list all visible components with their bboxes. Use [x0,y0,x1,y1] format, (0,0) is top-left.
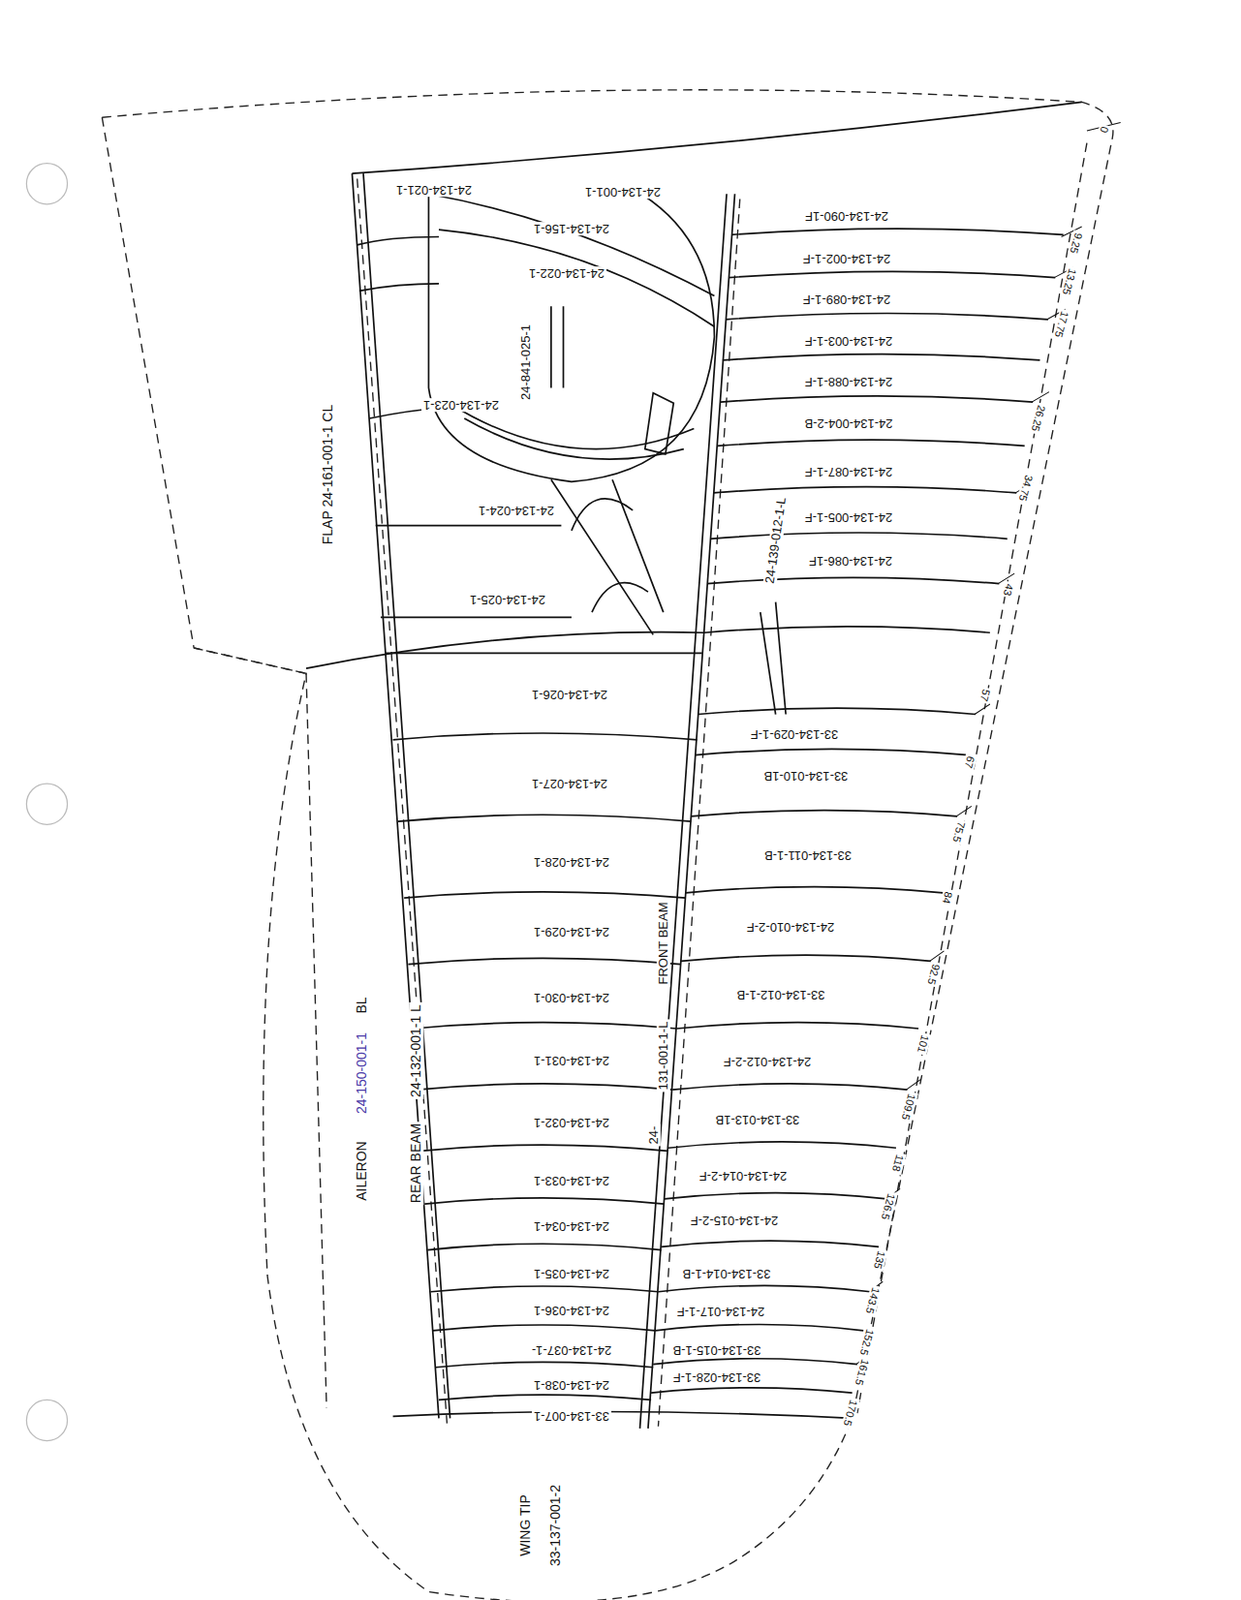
part-label: 24-134-005-1-F [803,510,895,525]
part-label: 24-134-034-1 [531,1219,612,1234]
part-label: BL [354,994,370,1016]
part-label: 67 [961,753,978,773]
part-label: REAR BEAM [408,1121,424,1206]
part-label: 43 [1000,580,1017,599]
part-label: 161.5 [852,1356,872,1390]
part-label: 33-134-007-1 [531,1409,612,1424]
part-label: 24-134-012-2-F [721,1054,813,1068]
part-label: 24-134-022-1 [527,266,607,280]
part-label: 24-134-026-1 [529,687,610,702]
part-label: 24-134-001-1 [583,185,663,199]
part-label: 33-134-028-1-F [670,1370,762,1385]
part-label: 24-134-025-1 [467,592,548,607]
part-label: 92.5 [925,961,943,989]
part-label: 24-134-087-1-F [803,465,895,479]
part-label: 24-132-001-1 L [408,1002,424,1100]
part-label: 126.5 [878,1190,899,1224]
part-label: 33-137-001-2 [548,1483,563,1569]
part-label: 24-134-027-1 [529,776,610,791]
part-label: 24-134-038-1 [531,1377,612,1392]
part-label: 135 [870,1248,888,1273]
part-label: 24-134-156-1 [531,221,612,236]
part-label: 24- [647,1124,661,1148]
part-label: 34.75 [1016,471,1036,505]
part-label: 24-134-031-1 [531,1053,612,1067]
part-label: 24-134-090-1F [803,209,891,223]
part-label: 24-134-024-1 [476,503,557,518]
part-label: 57 [977,686,993,706]
part-label: 118 [889,1151,906,1176]
part-label: 24-134-010-2-F [744,919,837,933]
binder-holes [26,163,67,1442]
part-label: 24-134-015-2-F [688,1213,780,1228]
part-label: 84 [939,889,956,908]
part-label: 33-134-013-1B [713,1112,802,1126]
part-label: 24-134-032-1 [531,1116,612,1130]
part-label: 24-134-033-1 [531,1174,612,1188]
part-label: 24-134-086-1F [806,554,895,568]
part-label: 24-134-017-1-F [675,1304,767,1319]
part-label: 33-134-010-1B [762,768,851,782]
part-label: 24-134-028-1 [531,855,612,869]
part-label: 24-134-037-1- [529,1343,614,1358]
part-label: FLAP 24-161-001-1 CL [321,403,337,548]
part-label: 33-134-014-1-B [681,1267,774,1281]
part-label: 24-134-021-1 [394,183,474,197]
part-label: AILERON [354,1140,370,1204]
part-label: FRONT BEAM [656,900,671,988]
part-label: 26.25 [1028,402,1049,435]
part-label: 33-134-015-1-B [670,1343,763,1358]
part-label: 24-134-003-1-F [803,334,895,348]
part-label: 131-001-1-L [656,1020,671,1093]
part-label: 33-134-012-1-B [734,988,827,1002]
part-label: 143.5 [863,1284,883,1318]
part-label: 24-134-036-1 [531,1303,612,1317]
outline-dashed [101,90,1114,1600]
part-label: 0 [1097,123,1112,136]
part-label: WING TIP [518,1492,533,1559]
part-label: 24-134-088-1-F [803,374,895,389]
part-label: 13.25 [1059,265,1080,299]
part-label: 24-134-035-1 [531,1267,612,1281]
part-label: 24-134-004-2-B [803,416,896,431]
part-label: 75.5 [950,818,968,846]
part-label: 24-134-023-1 [421,398,501,412]
part-label: 24-134-030-1 [531,991,612,1005]
part-label: 24-134-089-1-F [801,292,893,307]
part-label: 17.75 [1052,308,1072,342]
station-ticks [856,123,1121,1366]
part-label: 33-134-011-1-B [762,848,854,863]
part-label: 24-134-029-1 [531,925,612,939]
part-label: 24-134-002-1-F [801,250,893,265]
part-label: 101 [915,1031,932,1056]
part-label: 33-134-029-1-F [747,727,839,742]
part-label: 152.5 [858,1327,878,1361]
part-label: 24-139-012-1-L [762,495,789,588]
beams-and-ribs [306,101,1083,1428]
part-label: 24-134-014-2-F [697,1168,789,1182]
part-label: 24-150-001-1 [354,1030,370,1117]
part-label: 24-841-025-1 [518,322,532,403]
